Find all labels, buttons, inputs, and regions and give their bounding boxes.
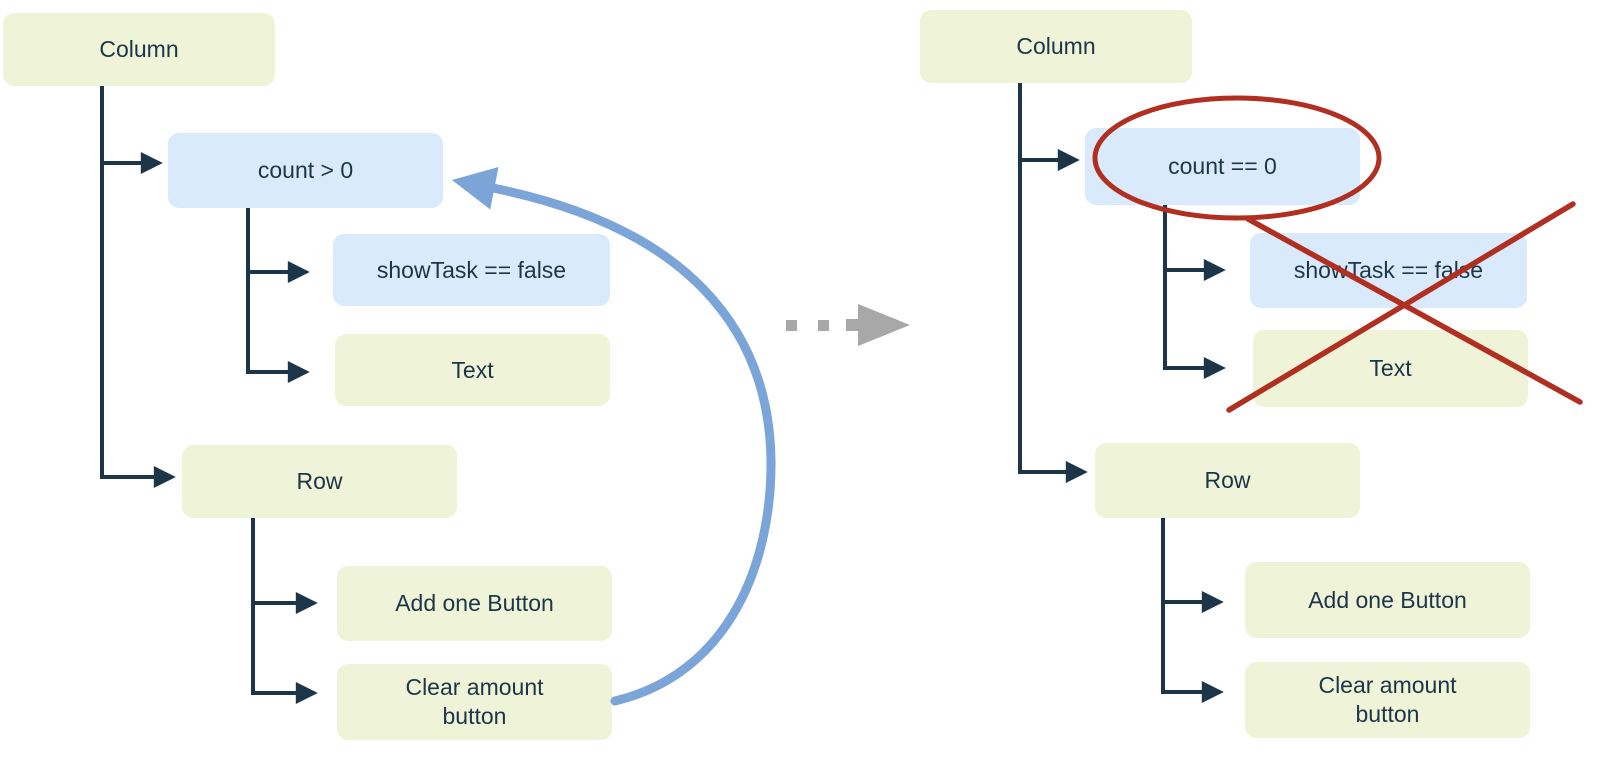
- right-node-text: Text: [1253, 330, 1528, 407]
- right-node-condition: count == 0: [1085, 128, 1360, 205]
- left-node-showtask: showTask == false: [333, 234, 610, 306]
- node-label: count == 0: [1168, 153, 1277, 180]
- right-node-column: Column: [920, 10, 1192, 83]
- left-node-row: Row: [182, 445, 457, 518]
- connector-row-clear: [251, 603, 318, 704]
- node-label: count > 0: [257, 157, 354, 184]
- left-node-clear-button: Clear amount button: [337, 664, 612, 740]
- node-label: showTask == false: [376, 256, 567, 283]
- connector-condition-showtask: [246, 208, 310, 283]
- node-label: Clear amount button: [405, 674, 544, 729]
- grey-dotted-arrow-icon: [786, 304, 910, 346]
- left-node-add-button: Add one Button: [337, 566, 612, 641]
- node-label: Column: [1016, 33, 1096, 60]
- connector-column-row: [100, 163, 176, 488]
- right-node-add-button: Add one Button: [1245, 562, 1530, 638]
- node-label: Text: [1369, 355, 1412, 382]
- left-node-condition: count > 0: [168, 133, 443, 208]
- right-node-showtask: showTask == false: [1250, 233, 1527, 308]
- dot: [786, 320, 797, 331]
- connector-row-clear: [1161, 602, 1224, 703]
- connector-column-condition: [1018, 83, 1080, 171]
- connector-condition-showtask: [1163, 205, 1226, 281]
- node-label: Row: [1204, 467, 1251, 494]
- node-label: Text: [451, 356, 494, 383]
- node-label: Clear amount button: [1318, 672, 1457, 727]
- right-node-clear-button: Clear amount button: [1245, 662, 1530, 738]
- left-node-column: Column: [3, 13, 275, 86]
- node-label: Row: [296, 468, 343, 495]
- node-label: Column: [99, 36, 179, 63]
- arrowhead: [846, 304, 910, 346]
- connector-column-row: [1018, 160, 1088, 483]
- node-label: showTask == false: [1293, 257, 1484, 284]
- node-label: Add one Button: [395, 590, 554, 617]
- connector-condition-text: [1163, 270, 1226, 379]
- left-node-text: Text: [335, 334, 610, 406]
- connector-row-add: [251, 518, 318, 614]
- connector-condition-text: [246, 272, 310, 383]
- node-label: Add one Button: [1308, 586, 1467, 613]
- connector-row-add: [1161, 518, 1224, 613]
- right-node-row: Row: [1095, 443, 1360, 518]
- connector-column-condition: [100, 86, 163, 174]
- dot: [818, 320, 829, 331]
